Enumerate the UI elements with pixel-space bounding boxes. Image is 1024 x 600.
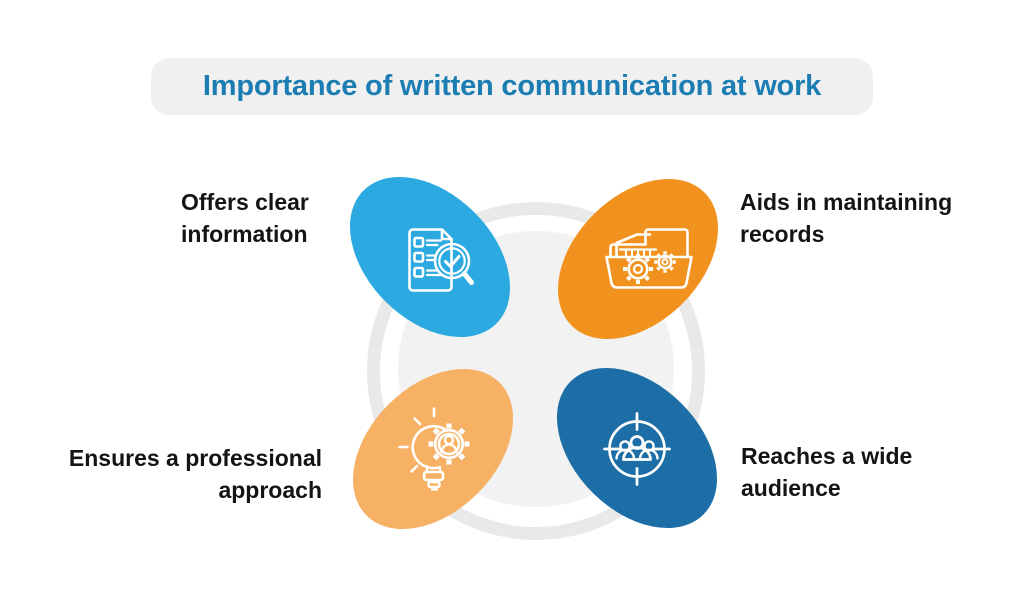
label-line: Ensures a professional (68, 445, 322, 471)
label-line: audience (741, 475, 841, 501)
label-line: Offers clear (181, 189, 309, 215)
lightbulb-gear-person-icon (398, 407, 470, 491)
label-ensures-a-professional-approach: Ensures a professional approach (40, 442, 322, 506)
label-line: records (740, 221, 825, 247)
label-aids-in-maintaining-records: Aids in maintaining records (740, 186, 952, 250)
folder-gears-icon (605, 228, 693, 289)
label-line: Aids in maintaining (740, 189, 953, 215)
target-audience-icon (603, 412, 671, 486)
background-ring (367, 202, 705, 540)
page-title: Importance of written communication at w… (202, 70, 822, 102)
title-banner: Importance of written communication at w… (151, 58, 873, 115)
document-checklist-magnifier-icon (408, 228, 474, 292)
label-line: Reaches a wide (741, 443, 913, 469)
label-line: approach (218, 477, 322, 503)
petal-ensures-a-professional-approach (352, 368, 514, 530)
petal-offers-clear-information (349, 176, 511, 338)
label-reaches-a-wide-audience: Reaches a wide audience (741, 440, 912, 504)
label-offers-clear-information: Offers clear information (181, 186, 309, 250)
label-line: information (181, 221, 308, 247)
